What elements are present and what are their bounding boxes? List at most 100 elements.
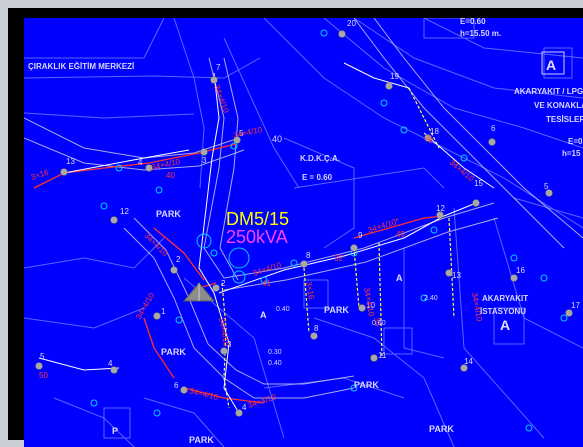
svg-text:6: 6 bbox=[491, 124, 496, 133]
svg-text:4: 4 bbox=[242, 403, 247, 412]
pole-7 bbox=[210, 76, 218, 84]
svg-text:40: 40 bbox=[272, 134, 282, 144]
svg-text:h=15.50 m.: h=15.50 m. bbox=[460, 29, 501, 38]
svg-text:50: 50 bbox=[39, 371, 48, 380]
svg-text:E = 0.60: E = 0.60 bbox=[302, 173, 333, 182]
pole-4 bbox=[145, 164, 153, 172]
svg-text:PARK: PARK bbox=[324, 305, 349, 315]
pole-5c bbox=[545, 189, 553, 197]
svg-text:0.30: 0.30 bbox=[268, 349, 282, 356]
pole-9 bbox=[350, 244, 358, 252]
svg-text:E=0.60: E=0.60 bbox=[460, 18, 486, 26]
svg-text:14: 14 bbox=[464, 357, 473, 366]
svg-text:34×4/10: 34×4/10 bbox=[212, 84, 231, 115]
svg-text:5: 5 bbox=[40, 352, 45, 361]
svg-text:PARK: PARK bbox=[354, 380, 379, 390]
svg-text:PARK: PARK bbox=[156, 209, 181, 219]
svg-text:19: 19 bbox=[390, 72, 399, 81]
value-labels: 0.30 0.40 0.60 2.40 0.40 40 bbox=[268, 134, 438, 367]
svg-text:3: 3 bbox=[227, 340, 232, 349]
pole-1 bbox=[153, 312, 161, 320]
svg-text:18: 18 bbox=[430, 127, 439, 136]
cable-lines bbox=[33, 143, 445, 404]
svg-text:3×16: 3×16 bbox=[30, 168, 50, 182]
svg-text:13: 13 bbox=[66, 157, 75, 166]
pole-10 bbox=[358, 304, 366, 312]
pole-3b bbox=[220, 347, 228, 355]
svg-text:9: 9 bbox=[358, 231, 363, 240]
svg-text:PARK: PARK bbox=[189, 435, 214, 445]
pole-12 bbox=[110, 216, 118, 224]
svg-text:34×4/10: 34×4/10 bbox=[189, 386, 220, 402]
pole-3 bbox=[200, 148, 208, 156]
transformer-power: 250kVA bbox=[226, 227, 288, 247]
svg-text:13: 13 bbox=[452, 271, 461, 280]
svg-text:5: 5 bbox=[239, 129, 244, 138]
svg-text:PARK: PARK bbox=[429, 424, 454, 434]
pole-19 bbox=[385, 82, 393, 90]
transformer-name: DM5/15 bbox=[226, 209, 289, 229]
transformer-label[interactable]: DM5/15 250kVA bbox=[226, 209, 289, 247]
svg-text:34×4/10: 34×4/10 bbox=[143, 231, 170, 258]
svg-text:A: A bbox=[500, 317, 510, 333]
overhead-lines bbox=[38, 62, 495, 414]
pole-14 bbox=[460, 364, 468, 372]
svg-text:36: 36 bbox=[372, 317, 383, 328]
svg-text:AKARYAKIT: AKARYAKIT bbox=[482, 294, 528, 303]
pole-11 bbox=[370, 354, 378, 362]
svg-text:20: 20 bbox=[347, 19, 356, 28]
svg-text:1: 1 bbox=[161, 307, 166, 316]
cad-map-svg[interactable]: 20 7 5 3 4 13 12 2 1 4 5 6 4 3 2 8 9 8 1… bbox=[24, 18, 583, 447]
svg-text:A: A bbox=[396, 273, 403, 283]
svg-text:2.40: 2.40 bbox=[424, 295, 438, 302]
pole-8b bbox=[310, 332, 318, 340]
service-lines bbox=[221, 87, 455, 409]
svg-text:PARK: PARK bbox=[161, 347, 186, 357]
svg-text:49: 49 bbox=[396, 230, 405, 239]
pole-6b bbox=[488, 138, 496, 146]
svg-text:16: 16 bbox=[516, 266, 525, 275]
svg-text:34×4/10: 34×4/10 bbox=[134, 291, 157, 321]
svg-text:6: 6 bbox=[174, 381, 179, 390]
svg-text:0.40: 0.40 bbox=[268, 360, 282, 367]
svg-text:10: 10 bbox=[366, 301, 375, 310]
svg-text:h=15: h=15 bbox=[562, 149, 581, 158]
pole-number-labels: 20 7 5 3 4 13 12 2 1 4 5 6 4 3 2 8 9 8 1… bbox=[40, 19, 580, 412]
cad-drawing-canvas[interactable]: 20 7 5 3 4 13 12 2 1 4 5 6 4 3 2 8 9 8 1… bbox=[24, 18, 583, 447]
pole-8 bbox=[300, 260, 308, 268]
svg-text:41: 41 bbox=[262, 279, 271, 288]
svg-text:15: 15 bbox=[474, 179, 483, 188]
road-edges bbox=[24, 18, 583, 399]
lamp-symbols bbox=[90, 29, 568, 432]
svg-text:K.D.K.Ç.A.: K.D.K.Ç.A. bbox=[300, 154, 340, 163]
svg-text:34×4/10: 34×4/10 bbox=[252, 260, 283, 278]
pole-18 bbox=[424, 134, 432, 142]
svg-text:0.40: 0.40 bbox=[276, 306, 290, 313]
svg-text:34×4/10: 34×4/10 bbox=[362, 287, 376, 318]
svg-text:8: 8 bbox=[314, 324, 319, 333]
svg-text:32: 32 bbox=[334, 254, 343, 263]
svg-text:4: 4 bbox=[108, 359, 113, 368]
svg-text:A: A bbox=[546, 57, 556, 73]
svg-text:34×4/10: 34×4/10 bbox=[151, 157, 182, 172]
svg-text:40: 40 bbox=[166, 171, 175, 180]
span-length-labels: 40 49 32 41 50 bbox=[39, 171, 405, 380]
pole-2 bbox=[170, 266, 178, 274]
pole-20 bbox=[338, 30, 346, 38]
svg-text:4: 4 bbox=[138, 158, 143, 167]
pole-12b bbox=[436, 211, 444, 219]
svg-text:2: 2 bbox=[176, 255, 181, 264]
svg-text:P: P bbox=[112, 426, 118, 436]
poles bbox=[35, 30, 573, 417]
viewport-shadow-top bbox=[8, 8, 583, 18]
svg-text:12: 12 bbox=[120, 207, 129, 216]
pole-17 bbox=[565, 309, 573, 317]
pole-13 bbox=[60, 168, 68, 176]
pole-2b bbox=[212, 284, 220, 292]
pole-6 bbox=[180, 386, 188, 394]
svg-text:17: 17 bbox=[571, 301, 580, 310]
pole-4b bbox=[110, 366, 118, 374]
svg-text:34×4/10: 34×4/10 bbox=[217, 317, 231, 348]
school-label: ÇIRAKLIK EĞİTİM MERKEZİ bbox=[28, 62, 134, 71]
